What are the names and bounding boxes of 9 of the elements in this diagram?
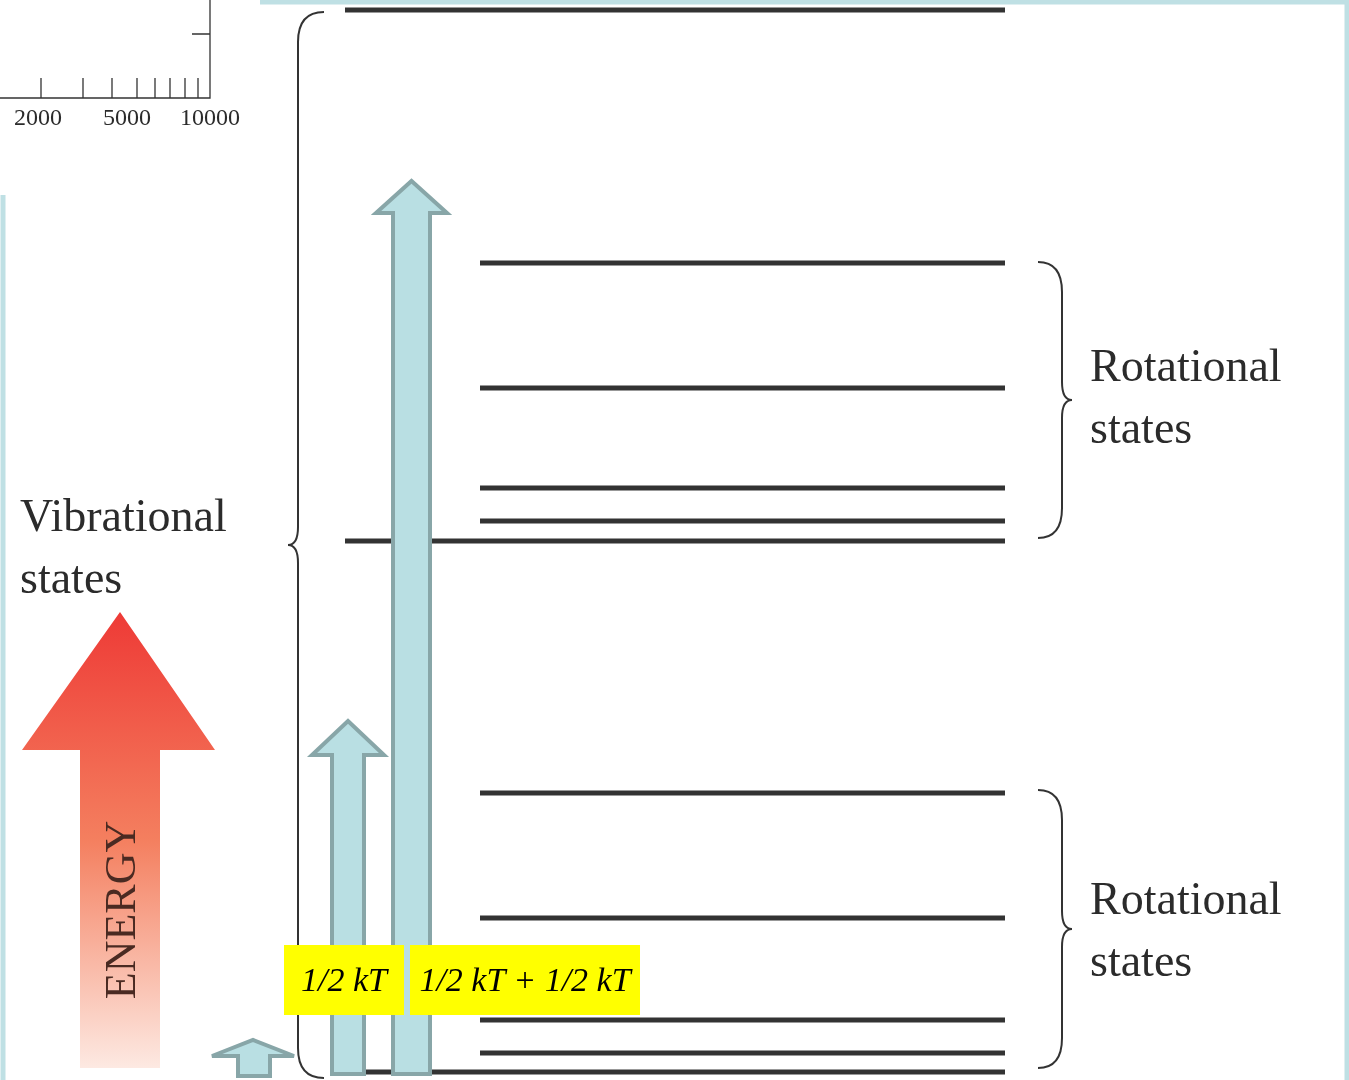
formula-label: 1/2 kT	[284, 945, 404, 1015]
axis-label: ENERGY	[94, 820, 146, 1000]
group-label: Rotational states	[1090, 872, 1283, 988]
tick-label: 2000	[14, 104, 62, 131]
group-label: Vibrational states	[20, 489, 228, 605]
tick-label: 5000	[103, 104, 151, 131]
group-label: Rotational states	[1090, 339, 1283, 455]
formula-label: 1/2 kT + 1/2 kT	[410, 945, 640, 1015]
tick-label: 10000	[180, 104, 240, 131]
